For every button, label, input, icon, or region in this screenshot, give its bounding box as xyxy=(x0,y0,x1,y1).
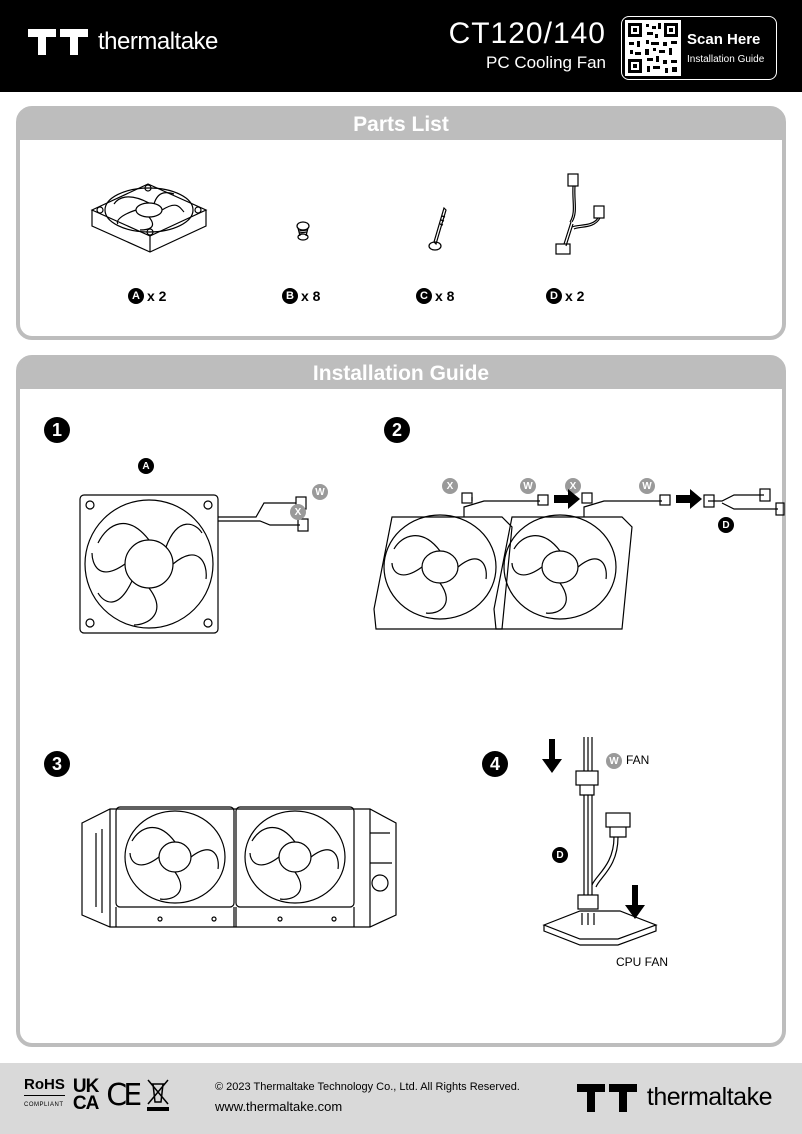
part-c-letter: C xyxy=(416,288,432,304)
ce-mark: CE xyxy=(106,1077,142,1113)
installation-guide-title: Installation Guide xyxy=(20,359,782,389)
step-4-cpu-fan-label: CPU FAN xyxy=(616,955,669,969)
brand-name: thermaltake xyxy=(98,28,218,55)
part-d-qty: x 2 xyxy=(565,288,585,304)
part-d-letter: D xyxy=(546,288,562,304)
step-4-fan-label: FAN xyxy=(626,753,650,767)
part-b-letter: B xyxy=(282,288,298,304)
step-4-cable-d-tag: D xyxy=(552,847,568,863)
footer-brand-logo: thermaltake xyxy=(576,1083,773,1112)
step-4-illustration xyxy=(542,737,658,946)
step-2-w-tag-1: W xyxy=(520,478,536,494)
ukca-mark: UK CA xyxy=(72,1076,99,1114)
uk-text: UK xyxy=(72,1076,99,1097)
cable-d-illustration xyxy=(555,173,605,255)
copyright-text: © 2023 Thermaltake Technology Co., Ltd. … xyxy=(215,1081,520,1093)
website-link[interactable]: www.thermaltake.com xyxy=(215,1099,343,1114)
ca-text: CA xyxy=(72,1093,99,1114)
weee-bin-icon xyxy=(147,1079,170,1111)
scan-subtitle: Installation Guide xyxy=(687,53,765,65)
installation-guide-panel: Installation Guide 1 2 3 4 A W X X W X W xyxy=(16,355,786,1047)
parts-list-title: Parts List xyxy=(20,110,782,140)
product-subtitle: PC Cooling Fan xyxy=(485,53,606,72)
scan-qr-box[interactable]: Scan Here Installation Guide xyxy=(621,16,777,80)
step-1-x-tag: X xyxy=(290,504,306,520)
step-2-w-tag-2: W xyxy=(639,478,655,494)
step-1-number: 1 xyxy=(44,417,70,443)
step-2-illustration xyxy=(373,488,785,630)
part-b-label: B x 8 xyxy=(282,288,320,304)
rohs-text: RoHS xyxy=(24,1076,65,1093)
part-a-label: A x 2 xyxy=(128,288,166,304)
rohs-compliant-text: COMPLIANT xyxy=(24,1095,65,1113)
brand-logo: thermaltake xyxy=(28,28,218,56)
step-2-x-tag-1: X xyxy=(442,478,458,494)
step-1-fan-tag: A xyxy=(138,458,154,474)
model-name: CT120/140 xyxy=(448,17,606,50)
certification-marks: RoHS COMPLIANT UK CA CE xyxy=(24,1077,170,1113)
screw-b-illustration xyxy=(296,221,310,241)
step-3-number: 3 xyxy=(44,751,70,777)
part-a-letter: A xyxy=(128,288,144,304)
part-c-label: C x 8 xyxy=(416,288,454,304)
header: thermaltake CT120/140 PC Cooling Fan xyxy=(0,0,802,92)
footer-brand-name: thermaltake xyxy=(646,1083,773,1111)
part-c-qty: x 8 xyxy=(435,288,455,304)
product-info: CT120/140 PC Cooling Fan xyxy=(449,16,606,74)
step-3-radiator-illustration xyxy=(81,806,397,928)
fan-part-illustration xyxy=(90,183,208,253)
parts-list-panel: Parts List xyxy=(16,106,786,340)
step-4-w-tag: W xyxy=(606,753,622,769)
part-d-label: D x 2 xyxy=(546,288,584,304)
footer: RoHS COMPLIANT UK CA CE © 2023 Thermalta… xyxy=(0,1063,802,1134)
step-1-w-tag: W xyxy=(312,484,328,500)
part-b-qty: x 8 xyxy=(301,288,321,304)
step-1-fan-illustration xyxy=(79,494,309,634)
step-4-number: 4 xyxy=(482,751,508,777)
rohs-mark: RoHS COMPLIANT xyxy=(24,1077,65,1113)
part-a-qty: x 2 xyxy=(147,288,167,304)
screw-c-illustration xyxy=(428,206,447,251)
tt-logo-icon xyxy=(576,1083,637,1112)
scan-text: Scan Here Installation Guide xyxy=(687,30,764,67)
step-2-number: 2 xyxy=(384,417,410,443)
qr-code-icon[interactable] xyxy=(625,20,681,76)
scan-title: Scan Here xyxy=(687,30,761,48)
tt-logo-icon xyxy=(28,29,88,55)
step-2-cable-d-tag: D xyxy=(718,517,734,533)
